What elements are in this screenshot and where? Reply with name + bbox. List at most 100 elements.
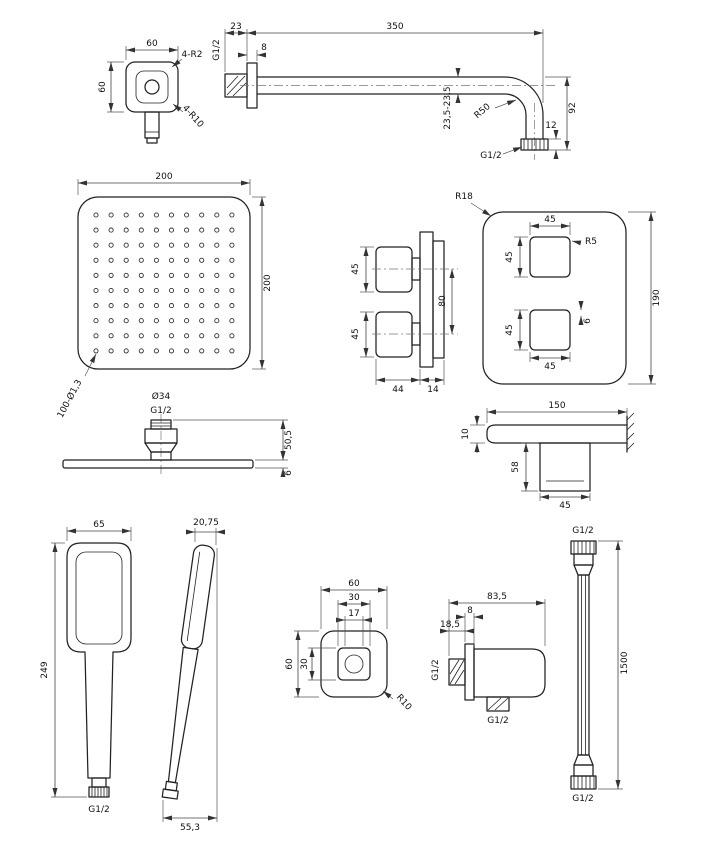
label-head-thread: G1/2 (150, 406, 171, 416)
dim-outlet-body-width: 45 (559, 501, 570, 511)
hose-nut-bottom (570, 775, 597, 790)
dim-valve-knob-bottom: 45 (351, 328, 361, 339)
label-arm-thread-end: G1/2 (480, 151, 501, 161)
dim-elbow-inner-height: 30 (300, 658, 310, 670)
dim-arm-drop: 92 (568, 102, 578, 113)
valve-knob-bottom (375, 311, 413, 358)
label-flange-outer-radius: 4-R10 (180, 103, 205, 130)
dim-valve-depth: 44 (392, 385, 404, 395)
shower-head-top-view: 200 200 100-Ø1,3 (55, 172, 273, 420)
dim-valve-centers: 80 (438, 295, 448, 307)
handshower-outline (66, 542, 132, 779)
label-elbow-thread-wall: G1/2 (431, 659, 441, 680)
hose-view: G1/2 G1/2 1500 (570, 526, 630, 804)
label-handshower-thread: G1/2 (88, 805, 109, 815)
dim-handshower-head-depth: 20,75 (193, 518, 219, 528)
flange-inner-square (135, 70, 169, 104)
dim-handshower-width: 65 (93, 520, 104, 530)
label-valve-plate-radius: R5 (585, 237, 597, 247)
wall-flange-view: 60 60 4-R2 4-R10 (98, 39, 205, 144)
dim-outlet-width: 150 (548, 401, 565, 411)
dim-elbow-length: 83,5 (487, 592, 507, 602)
head-outline (77, 196, 251, 370)
hose-body (577, 574, 590, 756)
outlet-body (539, 442, 591, 492)
dim-handshower-length: 249 (40, 661, 50, 678)
arm-end-fitting (520, 138, 549, 151)
label-elbow-corner-radius: R10 (394, 693, 413, 713)
elbow-inner-square (337, 647, 371, 681)
dim-flange-height: 60 (98, 81, 108, 93)
valve-front-bottom-plate (529, 309, 571, 351)
dim-arm-length: 350 (386, 22, 403, 32)
handshower-side-handle (167, 646, 199, 784)
elbow-front-view: 17 30 60 30 60 R10 (285, 579, 413, 713)
dim-arm-tube: 23,5-23,5 (443, 86, 453, 129)
elbow-body (473, 648, 546, 698)
handshower-faceplate (75, 551, 123, 645)
dim-valve-height: 190 (652, 289, 662, 306)
elbow-hole (344, 654, 364, 674)
dim-valve-knob-top: 45 (351, 263, 361, 274)
handshower-nut (88, 786, 110, 798)
valve-front-top-plate (529, 236, 571, 278)
dim-head-height: 200 (263, 274, 273, 291)
label-hose-thread-bottom: G1/2 (572, 794, 593, 804)
dim-elbow-width: 60 (348, 579, 360, 589)
head-plate (62, 459, 254, 469)
hose-nut-top (570, 540, 597, 555)
dim-arm-stub: 23 (230, 22, 241, 32)
elbow-wall-plate (464, 643, 475, 701)
valve-front-outline (482, 211, 627, 385)
elbow-thread-stub (448, 658, 466, 686)
handshower-front-view: G1/2 65 249 (40, 520, 132, 815)
flange-stem (144, 111, 160, 139)
dim-head-thickness: 6 (284, 470, 294, 476)
elbow-outline (320, 630, 388, 698)
dim-elbow-inner-width: 30 (348, 593, 360, 603)
flange-stub-circle (144, 79, 160, 95)
dim-valve-top-w: 45 (544, 215, 555, 225)
dim-handshower-offset: 55,3 (180, 823, 200, 833)
valve-knob-top (375, 246, 413, 293)
dim-elbow-plate: 8 (467, 606, 473, 616)
outlet-plate (486, 424, 628, 444)
elbow-outlet-stub (486, 696, 510, 712)
dim-head-hub-diameter: Ø34 (152, 391, 171, 402)
shower-head-side-view: Ø34 G1/2 50,5 6 (62, 391, 294, 477)
dim-elbow-stub: 18,5 (440, 620, 460, 630)
elbow-side-view: 83,5 8 18,5 G1/2 G1/2 (431, 592, 546, 726)
dim-outlet-thickness: 10 (461, 428, 471, 440)
valve-side-view: 45 45 80 44 14 (351, 231, 458, 395)
label-elbow-thread-out: G1/2 (487, 716, 508, 726)
dim-hose-length: 1500 (620, 651, 630, 674)
arm-tube-outline (256, 76, 544, 140)
dim-head-stem-height: 50,5 (284, 430, 294, 450)
label-flange-corner-radius: 4-R2 (182, 50, 203, 60)
dim-valve-top-h: 45 (505, 251, 515, 262)
valve-front-view: R18 190 45 45 R5 45 45 6 (455, 192, 662, 385)
label-valve-corner-radius: R18 (455, 192, 473, 202)
handshower-side-view: 20,75 55,3 (161, 518, 225, 833)
dim-flange-width: 60 (146, 39, 158, 49)
label-arm-thread-wall: G1/2 (212, 39, 222, 60)
dim-elbow-height: 60 (285, 658, 295, 670)
handshower-side-head (180, 544, 216, 650)
dim-valve-offset: 6 (583, 318, 593, 324)
dim-arm-plate: 8 (261, 43, 267, 53)
dim-valve-plate: 14 (427, 385, 439, 395)
flange-outline (125, 61, 179, 113)
dim-arm-end: 12 (545, 121, 556, 131)
label-head-nozzles: 100-Ø1,3 (55, 378, 84, 420)
label-arm-bend-radius: R50 (473, 102, 493, 121)
label-hose-thread-top: G1/2 (572, 526, 593, 536)
dim-valve-bottom-w: 45 (544, 362, 555, 372)
dim-head-width: 200 (155, 172, 172, 182)
nozzle-grid (93, 212, 235, 354)
dim-outlet-height: 58 (511, 461, 521, 473)
shower-arm-view: 350 23 8 G1/2 23,5-23,5 R50 92 12 G1/2 (212, 22, 578, 161)
valve-back-body (432, 240, 445, 359)
valve-plate (419, 231, 434, 368)
